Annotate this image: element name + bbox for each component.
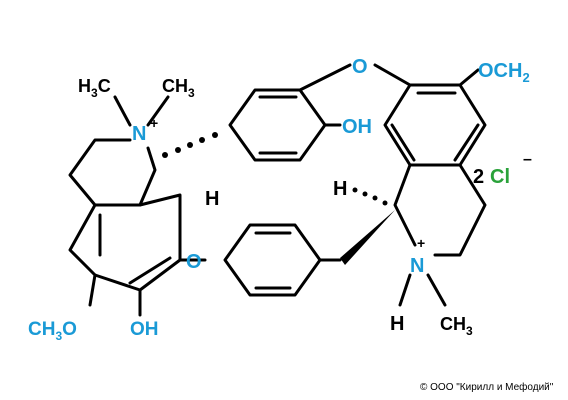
right-ring-c1 <box>393 163 417 247</box>
bottom-benzene-ring <box>223 223 322 297</box>
right-aromatic-ring <box>383 83 487 167</box>
top-phenol-ring <box>228 88 327 162</box>
ch3-left-a-label: H3C <box>78 76 111 100</box>
n-left-label: N <box>132 123 146 145</box>
chloride-label: Cl <box>490 166 510 188</box>
n-right-charge: + <box>417 235 425 251</box>
left-ring-double-bond-2 <box>128 256 172 285</box>
left-saturated-ring <box>68 138 132 207</box>
right-ring-double-3 <box>390 123 416 162</box>
top-ether-bond-left <box>298 63 352 92</box>
oh-top-label: OH <box>342 116 372 138</box>
top-oxygen-label: O <box>352 56 368 78</box>
two-label: 2 <box>473 166 484 188</box>
n-left-methyl-bond-b <box>146 95 170 127</box>
bond-lines <box>68 63 487 317</box>
och2-label: OCH2 <box>478 60 530 85</box>
wedge-bond <box>340 210 395 265</box>
n-right-methyl-bond <box>426 273 447 307</box>
hashed-bond-left <box>162 132 218 158</box>
h-bottom-label: H <box>390 313 404 335</box>
n-right-label: N <box>410 255 424 277</box>
n-left-methyl-bond-a <box>113 95 132 127</box>
hashed-bond-right <box>352 187 388 206</box>
left-ring-cn <box>138 146 157 207</box>
ether-oxygen-label: O <box>186 251 202 273</box>
ch3o-label: CH3O <box>28 319 77 343</box>
h-center-label: H <box>205 188 219 210</box>
och2-bond <box>458 68 480 87</box>
right-ring-double-2 <box>453 123 480 162</box>
copyright-text: © ООО "Кирилл и Мефодий" <box>420 381 554 393</box>
left-aromatic-ring <box>68 193 182 292</box>
h-right-label: H <box>333 178 347 200</box>
ch3-bottom-label: CH3 <box>440 314 473 338</box>
oh-bottom-label: OH <box>130 319 159 340</box>
top-ether-bond-right <box>373 63 412 87</box>
right-saturated-ring <box>433 163 487 257</box>
n-left-charge: + <box>150 115 158 131</box>
n-right-h-bond <box>398 273 412 307</box>
och3-bottom-bond <box>88 273 97 307</box>
ch3-left-b-label: CH3 <box>162 76 195 100</box>
chloride-charge: – <box>523 151 532 168</box>
